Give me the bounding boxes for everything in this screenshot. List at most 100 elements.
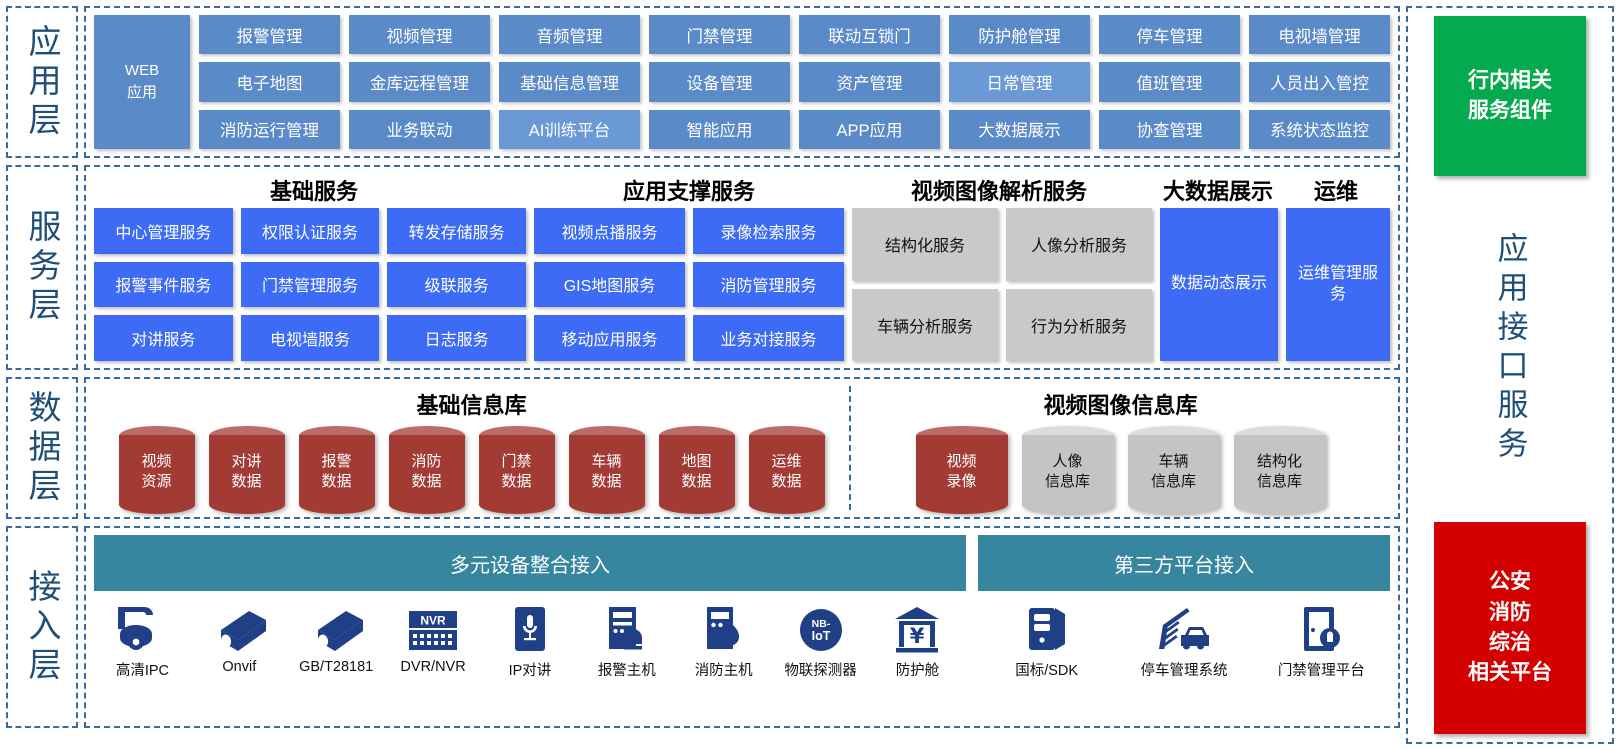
db-cylinder-intercom-data[interactable]: 对讲数据: [208, 426, 285, 514]
service-gis-ditu[interactable]: GIS地图服务: [534, 261, 685, 308]
service-yewu-duijie[interactable]: 业务对接服务: [693, 315, 844, 361]
platform-label: 国标/SDK: [1015, 663, 1079, 679]
device-label: 防护舱: [895, 663, 940, 679]
app-module-zhineng-yingyong[interactable]: 智能应用: [649, 109, 790, 149]
db-cylinder-vehicle-data[interactable]: 车辆数据: [568, 426, 645, 514]
service-renxiang-fenxi[interactable]: 人像分析服务: [1006, 208, 1152, 281]
app-module-yinpin-guanli[interactable]: 音频管理: [499, 15, 640, 55]
layer-tag-data-label: 数据层: [23, 389, 62, 507]
alarm-host-icon: [601, 603, 653, 655]
app-module-xiecha-guanli[interactable]: 协查管理: [1099, 109, 1240, 149]
device-item-hd-ipc[interactable]: 高清IPC: [96, 603, 188, 680]
cylinder-body-icon: [388, 435, 465, 505]
service-shuju-dongtai-zhanshi[interactable]: 数据动态展示: [1160, 208, 1278, 361]
db-label-line2: 数据: [231, 473, 262, 491]
service-yunwei-guanli[interactable]: 运维管理服务: [1286, 208, 1390, 361]
app-module-liandong-husuomen[interactable]: 联动互锁门: [799, 15, 940, 55]
cylinder-body-icon: [1233, 435, 1326, 505]
public-security-platform-box[interactable]: 公安 消防 综治 相关平台: [1434, 522, 1586, 734]
video-database-cylinders: 视频录像 人像信息库: [851, 426, 1390, 514]
service-shipin-diambo[interactable]: 视频点播服务: [534, 208, 685, 254]
cylinder-body-icon: [478, 435, 555, 505]
db-cylinder-structured-library[interactable]: 结构化信息库: [1233, 426, 1326, 514]
basic-database-cylinders: 视频资源 对讲数据: [94, 426, 849, 514]
device-item-iot-detector[interactable]: NB- IoT 物联探测器: [775, 603, 867, 680]
cylinder-body-icon: [748, 435, 825, 505]
service-baojing-shijian[interactable]: 报警事件服务: [94, 261, 233, 308]
service-group-bigdata: 数据动态展示: [1160, 208, 1278, 361]
cylinder-body-icon: [118, 435, 195, 505]
db-label-line2: 资源: [141, 473, 172, 491]
device-item-protective-capsule[interactable]: ¥ 防护舱: [871, 603, 963, 680]
service-cheliang-fenxi[interactable]: 车辆分析服务: [852, 288, 998, 361]
public-security-line3: 综治: [1489, 631, 1531, 654]
device-item-alarm-host[interactable]: 报警主机: [581, 603, 673, 680]
db-cylinder-access-control-data[interactable]: 门禁数据: [478, 426, 555, 514]
app-module-zhiban-guanli[interactable]: 值班管理: [1099, 62, 1240, 102]
app-module-dashuju-zhanshi[interactable]: 大数据展示: [949, 109, 1090, 149]
app-module-app-yingyong[interactable]: APP应用: [799, 109, 940, 149]
app-module-zichan-guanli[interactable]: 资产管理: [799, 62, 940, 102]
service-xiaofang-guanli[interactable]: 消防管理服务: [693, 261, 844, 308]
db-cylinder-vehicle-library[interactable]: 车辆信息库: [1127, 426, 1220, 514]
service-jilian[interactable]: 级联服务: [387, 261, 526, 308]
platform-item-gb-sdk[interactable]: 国标/SDK: [1001, 603, 1093, 680]
service-jiegouhua[interactable]: 结构化服务: [852, 208, 998, 281]
app-module-dianzi-ditu[interactable]: 电子地图: [199, 62, 340, 102]
db-cylinder-map-data[interactable]: 地图数据: [658, 426, 735, 514]
device-item-dvr-nvr[interactable]: NVR: [387, 603, 479, 675]
db-cylinder-alarm-data[interactable]: 报警数据: [298, 426, 375, 514]
app-module-shebei-guanli[interactable]: 设备管理: [649, 62, 790, 102]
db-label-line2: 数据: [501, 473, 532, 491]
third-party-access-section: 第三方平台接入: [978, 535, 1390, 719]
device-label: GB/T28181: [299, 659, 374, 675]
service-luxiang-jiansuo[interactable]: 录像检索服务: [693, 208, 844, 254]
app-module-tingche-guanli[interactable]: 停车管理: [1099, 15, 1240, 55]
app-module-xiaofang-yunxing[interactable]: 消防运行管理: [199, 109, 340, 149]
app-module-xitong-zhuangtai[interactable]: 系统状态监控: [1249, 109, 1390, 149]
service-rizhi[interactable]: 日志服务: [387, 315, 526, 361]
db-cylinder-face-library[interactable]: 人像信息库: [1021, 426, 1114, 514]
service-group-support: 视频点播服务 录像检索服务 GIS地图服务 消防管理服务 移动应用服务 业务对接…: [534, 208, 844, 361]
device-item-onvif[interactable]: Onvif: [193, 603, 285, 675]
app-module-baojing-guanli[interactable]: 报警管理: [199, 15, 340, 55]
app-module-jinku-yuancheng[interactable]: 金库远程管理: [349, 62, 490, 102]
service-yidong-yingyong[interactable]: 移动应用服务: [534, 315, 685, 361]
app-module-renyuan-churu[interactable]: 人员出入管控: [1249, 62, 1390, 102]
service-zhongxin-guanli[interactable]: 中心管理服务: [94, 208, 233, 254]
web-application-block[interactable]: WEB 应用: [94, 15, 190, 149]
device-item-fire-host[interactable]: 消防主机: [678, 603, 770, 680]
service-zhuanfa-cunchu[interactable]: 转发存储服务: [387, 208, 526, 254]
app-module-dianshiqiang-guanli[interactable]: 电视墙管理: [1249, 15, 1390, 55]
db-cylinder-video-recording[interactable]: 视频录像: [915, 426, 1008, 514]
device-item-gbt28181[interactable]: GB/T28181: [290, 603, 382, 675]
app-module-shipin-guanli[interactable]: 视频管理: [349, 15, 490, 55]
app-module-fanghucang-guanli[interactable]: 防护舱管理: [949, 15, 1090, 55]
platform-item-parking-system[interactable]: 停车管理系统: [1138, 603, 1230, 680]
app-module-jichu-xinxi[interactable]: 基础信息管理: [499, 62, 640, 102]
db-label-line1: 对讲: [231, 453, 262, 470]
internal-service-components-box[interactable]: 行内相关 服务组件: [1434, 16, 1586, 176]
video-image-database-section: 视频图像信息库 视频录像: [849, 386, 1390, 514]
platform-item-access-control[interactable]: 门禁管理平台: [1275, 603, 1367, 680]
data-layer-body: 基础信息库 视频资源: [84, 377, 1400, 519]
server-tower-icon: [1021, 603, 1073, 655]
service-menjin-guanli[interactable]: 门禁管理服务: [240, 261, 380, 308]
db-cylinder-video-resource[interactable]: 视频资源: [118, 426, 195, 514]
app-module-richang-guanli[interactable]: 日常管理: [949, 62, 1090, 102]
service-quanxian-renzheng[interactable]: 权限认证服务: [240, 208, 380, 254]
db-label-line1: 视频: [946, 453, 977, 470]
layer-tag-application-label: 应用层: [23, 23, 62, 141]
service-layer-row: 服务层 基础服务 应用支撑服务 视频图像解析服务 大数据展示 运维 中心管理服务…: [6, 165, 1400, 370]
service-dianshiqiang[interactable]: 电视墙服务: [240, 315, 380, 361]
device-item-ip-intercom[interactable]: IP对讲: [484, 603, 576, 680]
app-module-yewu-liandong[interactable]: 业务联动: [349, 109, 490, 149]
web-application-line1: WEB: [124, 62, 160, 80]
db-cylinder-fire-data[interactable]: 消防数据: [388, 426, 465, 514]
app-module-menjin-guanli[interactable]: 门禁管理: [649, 15, 790, 55]
service-xingwei-fenxi[interactable]: 行为分析服务: [1006, 288, 1152, 361]
service-duijiang[interactable]: 对讲服务: [94, 315, 233, 361]
db-cylinder-ops-data[interactable]: 运维数据: [748, 426, 825, 514]
app-module-ai-xunlian-pingtai[interactable]: AI训练平台: [499, 109, 640, 149]
